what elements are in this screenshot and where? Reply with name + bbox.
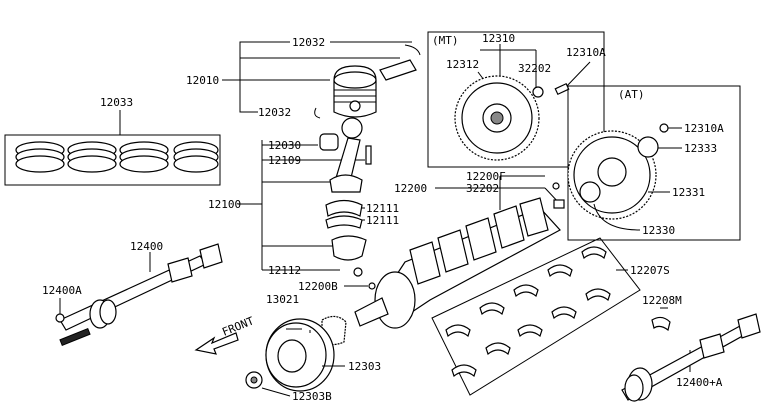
driveshaft-left-group — [55, 243, 223, 347]
piston-ring-set-4 — [173, 141, 219, 173]
leader-12032-bracket — [239, 41, 290, 113]
pilot-bearing — [532, 86, 544, 98]
at-driveplate-group — [567, 85, 741, 241]
label-12400A: 12400A — [42, 284, 82, 297]
label-12033: 12033 — [100, 96, 133, 109]
crank-snout — [354, 297, 389, 327]
driveshaft-left-bolt — [55, 313, 65, 323]
at-reinforcement-plate — [637, 136, 659, 158]
mt-flywheel-group — [427, 31, 605, 168]
crankshaft-group — [352, 175, 565, 329]
snap-ring-top — [404, 44, 421, 56]
label-front: FRONT — [220, 314, 256, 339]
piston-ring-set-1 — [15, 141, 65, 173]
label-13021: 13021 — [266, 293, 299, 306]
thrust-washer — [651, 307, 671, 332]
label-12111-lower: 12111 — [366, 214, 399, 227]
snap-ring-bottom — [314, 107, 321, 119]
part-labels: 12032 12010 12032 12033 12030 12109 1210… — [42, 32, 724, 403]
label-12200F: 12200F — [466, 170, 506, 183]
label-12032-bottom: 12032 — [258, 106, 291, 119]
label-12400: 12400 — [130, 240, 163, 253]
label-12032-top: 12032 — [292, 36, 325, 49]
crankshaft-webs — [409, 197, 549, 285]
rod-bolt — [365, 145, 372, 165]
label-12303: 12303 — [348, 360, 381, 373]
flywheel-bolt-mt — [554, 82, 570, 96]
label-32202-at: 32202 — [466, 182, 499, 195]
flywheel-bolt-at — [659, 123, 669, 133]
piston-rings-group — [4, 110, 221, 186]
connecting-rod-group — [238, 117, 372, 277]
main-bearing-shells — [445, 246, 611, 378]
driveshaft-right-joint — [699, 333, 725, 359]
crank-pilot-bushing — [553, 199, 565, 209]
crank-key — [368, 282, 376, 290]
label-12310A-mt: 12310A — [566, 46, 606, 59]
rod-cap — [331, 235, 367, 261]
label-at: (AT) — [618, 88, 645, 101]
driveshaft-left-yoke — [199, 243, 223, 269]
driveshaft-right-yoke — [737, 313, 761, 339]
at-frame — [567, 85, 741, 241]
label-12200B: 12200B — [298, 280, 338, 293]
label-12312: 12312 — [446, 58, 479, 71]
label-12112: 12112 — [268, 264, 301, 277]
label-mt: (MT) — [432, 34, 459, 47]
crank-plug — [552, 182, 560, 190]
at-drive-plate-center — [597, 157, 627, 187]
piston-pin — [379, 59, 417, 81]
piston-ring-set-2 — [67, 141, 117, 173]
rod-nut — [353, 267, 363, 277]
driveshaft-left-joint — [167, 257, 193, 283]
piston-crown — [333, 71, 377, 89]
label-12207S: 12207S — [630, 264, 670, 277]
pulley-group — [245, 285, 366, 397]
mt-frame — [427, 31, 605, 168]
label-12030: 12030 — [268, 139, 301, 152]
driveshaft-left-spline — [59, 327, 91, 347]
label-12109: 12109 — [268, 154, 301, 167]
label-12303B: 12303B — [292, 390, 332, 403]
label-12310: 12310 — [482, 32, 515, 45]
rod-small-end — [341, 117, 363, 139]
label-12400plusA: 12400+A — [676, 376, 723, 389]
piston-ring-set-3 — [119, 141, 169, 173]
label-12200: 12200 — [394, 182, 427, 195]
label-12310A-at: 12310A — [684, 122, 724, 135]
label-12333: 12333 — [684, 142, 717, 155]
label-12208M: 12208M — [642, 294, 682, 307]
driveshaft-right-group — [621, 313, 761, 402]
label-12100: 12100 — [208, 198, 241, 211]
crank-pulley-hub — [277, 339, 307, 373]
piston-group — [222, 41, 421, 119]
label-12010: 12010 — [186, 74, 219, 87]
label-32202-mt: 32202 — [518, 62, 551, 75]
rod-bearing-lower — [325, 215, 363, 229]
label-12330: 12330 — [642, 224, 675, 237]
front-arrow — [194, 332, 239, 355]
rod-bearing-upper — [325, 199, 363, 217]
main-bearings-group — [431, 237, 641, 396]
rod-bushing — [319, 133, 339, 151]
at-adapter-plate — [579, 181, 601, 203]
piston-rings-frame — [4, 134, 221, 186]
label-12111-upper: 12111 — [366, 202, 399, 215]
rod-big-end — [329, 174, 363, 193]
label-12331: 12331 — [672, 186, 705, 199]
